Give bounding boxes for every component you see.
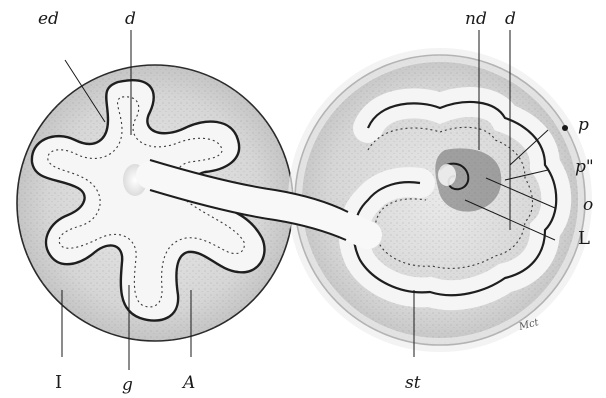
label-d-left: d: [125, 9, 136, 29]
label-I: I: [55, 372, 62, 393]
label-L: L: [578, 228, 590, 249]
label-d-right: d: [505, 9, 516, 29]
label-nd: nd: [465, 9, 487, 29]
right-disc: [295, 55, 585, 345]
p-marker-dot: [562, 125, 568, 131]
label-ed: ed: [38, 9, 59, 29]
label-p: p: [578, 115, 589, 135]
label-st: st: [405, 373, 421, 393]
label-o: o: [583, 195, 593, 215]
label-A: A: [181, 373, 195, 393]
label-g: g: [122, 375, 133, 395]
label-p-double-prime: p": [575, 157, 594, 177]
